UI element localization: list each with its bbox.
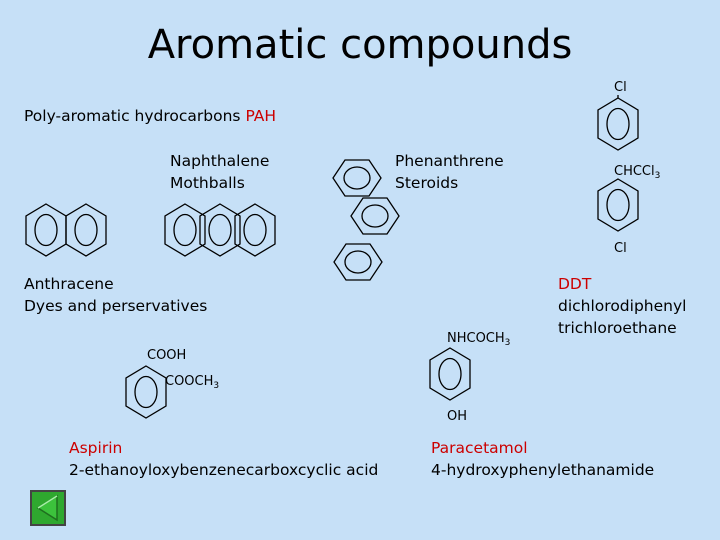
anthracene-name: Anthracene [24,275,114,293]
paracetamol-nhcoch3-sub: 3 [504,338,511,348]
phenanthrene-ring-1 [332,159,382,197]
paracetamol-oh: OH [447,409,468,424]
aspirin-cooh: COOH [147,348,187,363]
naphthalene-use: Mothballs [170,174,245,192]
ddt-ring-1 [597,97,639,151]
pah-heading: Poly-aromatic hydrocarbons PAH [24,105,276,127]
aspirin-structure [125,365,167,419]
phenanthrene-ring-2 [350,197,400,235]
ddt-chccl3-sub: 3 [654,171,661,181]
back-button[interactable] [30,490,66,526]
ddt-abbr: DDT [558,275,592,293]
naphthalene-name: Naphthalene [170,152,270,170]
aspirin-iupac: 2-ethanoyloxybenzenecarboxcyclic acid [69,461,379,479]
anthracene-ring-2 [199,203,241,257]
ddt-chccl3: CHCCl3 [614,164,661,181]
aspirin-ring [125,365,167,419]
ddt-cl-top: Cl [614,80,627,95]
pah-label: Poly-aromatic hydrocarbons [24,107,241,125]
ddt-chccl3-main: CHCCl [614,164,655,179]
naphthalene-ring-1 [25,203,67,257]
paracetamol-iupac: 4-hydroxyphenylethanamide [431,461,655,479]
aspirin-name: Aspirin [69,439,123,457]
anthracene-ring-1 [164,203,206,257]
ddt-cl-bottom: Cl [614,241,627,256]
phenanthrene-use: Steroids [395,174,459,192]
paracetamol-nhcoch3: NHCOCH3 [447,331,511,348]
paracetamol-name: Paracetamol [431,439,528,457]
slide-title: Aromatic compounds [147,22,573,68]
pah-abbr: PAH [245,107,277,125]
phenanthrene-ring-3 [333,243,383,281]
paracetamol-nhcoch3-main: NHCOCH [447,331,505,346]
aspirin-cooch3-main: COOCH [165,374,214,389]
ddt-name-line1: dichlorodiphenyl [558,297,687,315]
ddt-ring-2 [597,178,639,232]
aspirin-cooch3-sub: 3 [213,381,220,391]
anthracene-ring-3 [234,203,276,257]
anthracene-structure [164,203,276,257]
naphthalene-structure [25,203,107,257]
aspirin-cooch3: COOCH3 [165,374,220,391]
phenanthrene-name: Phenanthrene [395,152,504,170]
ddt-name-line2: trichloroethane [558,319,677,337]
triangle-left-icon [36,494,58,522]
ddt-structure [597,95,639,232]
phenanthrene-structure [332,159,400,281]
paracetamol-ring [429,347,471,401]
anthracene-use: Dyes and perservatives [24,297,208,315]
paracetamol-structure [429,347,471,401]
naphthalene-ring-2 [65,203,107,257]
